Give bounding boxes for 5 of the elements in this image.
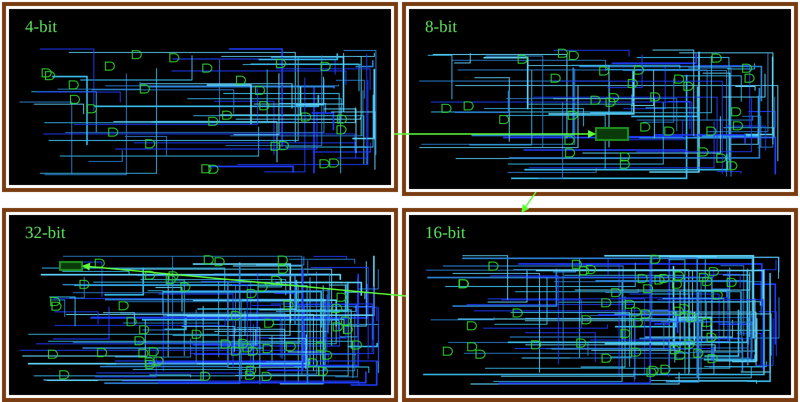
arrow <box>394 130 596 138</box>
module-block <box>59 261 83 271</box>
module-block <box>595 127 629 141</box>
arrow <box>82 262 406 297</box>
arrow <box>521 192 537 213</box>
